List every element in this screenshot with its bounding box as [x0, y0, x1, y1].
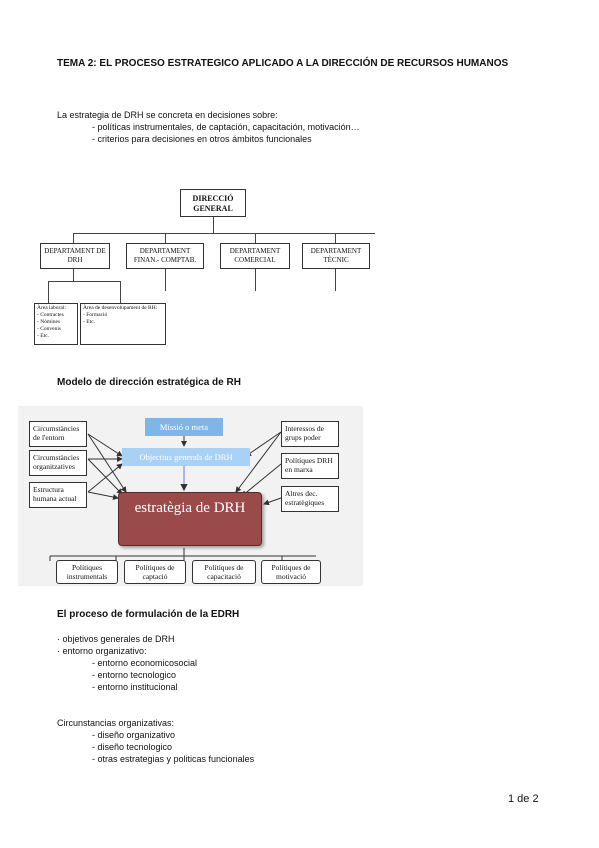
right-box-politiques: Polítiques DRH en marxa — [281, 453, 339, 479]
connector — [165, 233, 166, 243]
sub-box-item: - Nòmines — [37, 319, 61, 325]
connector — [73, 269, 74, 281]
left-box-estructura: Estructura humana actual — [29, 482, 87, 508]
strategy-diagram: Circumstàncies de l'entorn Circumstàncie… — [18, 406, 363, 586]
bottom-box-instrumentals: Polítiques instrumentals — [56, 560, 118, 584]
dept-box-drh: DEPARTAMENT DE DRH — [40, 243, 110, 269]
org-chart: DIRECCIÓ GENERAL DEPARTAMENT DE DRH DEPA… — [28, 185, 375, 348]
org-circumstances-lead: Circunstancias organizativas: — [57, 718, 175, 728]
mission-box: Missió o meta — [145, 418, 223, 436]
intro-lead: La estrategia de DRH se concreta en deci… — [57, 110, 278, 120]
bottom-box-captacio: Polítiques de captació — [124, 560, 186, 584]
sub-box-item: - Convenis — [37, 326, 61, 332]
connector — [165, 269, 166, 291]
connector — [73, 233, 375, 234]
org-top-box: DIRECCIÓ GENERAL — [180, 189, 246, 217]
intro-item: - criterios para decisiones en otros ámb… — [92, 134, 312, 144]
connector — [48, 281, 120, 282]
sub-box-item: - Contractes — [37, 312, 64, 318]
connector — [255, 233, 256, 243]
connector — [120, 281, 121, 303]
connector — [48, 281, 49, 303]
formulation-line: · objetivos generales de DRH — [57, 634, 175, 644]
sub-box-item: - Etc. — [83, 319, 95, 325]
model-heading: Modelo de dirección estratégica de RH — [57, 377, 241, 388]
left-box-organitzatives: Circumstàncies organitzatives — [29, 450, 87, 476]
org-circumstances-item: - diseño organizativo — [92, 730, 176, 740]
formulation-line: · entorno organizativo: — [57, 646, 147, 656]
right-box-altres: Altres dec. estratègiques — [281, 486, 339, 512]
bottom-box-capacitacio: Polítiques de capacitació — [192, 560, 256, 584]
intro-item: - políticas instrumentales, de captación… — [92, 122, 360, 132]
sub-box-title: Àrea de desenvolupament de RH: — [83, 305, 158, 311]
formulation-sub-item: - entorno economicosocial — [92, 658, 198, 668]
diagram-arrows — [49, 431, 316, 561]
connector — [73, 233, 74, 243]
objectives-box: Objectius generals de DRH — [122, 448, 250, 466]
formulation-sub-item: - entorno institucional — [92, 682, 178, 692]
org-circumstances-item: - diseño tecnologico — [92, 742, 173, 752]
connector — [255, 269, 256, 291]
dept-box-comercial: DEPARTAMENT COMERCIAL — [220, 243, 290, 269]
page-number: 1 de 2 — [508, 793, 539, 805]
sub-box-title: Àrea laboral: — [37, 305, 66, 311]
sub-box-item: - Formació — [83, 312, 108, 318]
connector — [213, 217, 214, 233]
sub-box-laboral: Àrea laboral: - Contractes - Nòmines - C… — [34, 303, 78, 345]
dept-box-tecnic: DEPARTAMENT TÈCNIC — [302, 243, 370, 269]
connector — [335, 269, 336, 291]
sub-box-desenvolupament: Àrea de desenvolupament de RH: - Formaci… — [80, 303, 166, 345]
bottom-box-motivacio: Polítiques de motivació — [261, 560, 321, 584]
formulation-sub-item: - entorno tecnologico — [92, 670, 177, 680]
connector — [335, 233, 336, 243]
org-circumstances-item: - otras estrategias y politicas funciona… — [92, 754, 255, 764]
left-box-entorn: Circumstàncies de l'entorn — [29, 421, 87, 447]
formulation-heading: El proceso de formulación de la EDRH — [57, 609, 240, 620]
right-box-interessos: Interessos de grups poder — [281, 421, 339, 447]
sub-box-item: - Etc. — [37, 333, 49, 339]
dept-box-finan: DEPARTAMENT FINAN.- COMPTAB. — [126, 243, 204, 269]
strategy-center-box: estratègia de DRH — [118, 492, 262, 546]
document-title: TEMA 2: EL PROCESO ESTRATEGICO APLICADO … — [57, 58, 509, 69]
